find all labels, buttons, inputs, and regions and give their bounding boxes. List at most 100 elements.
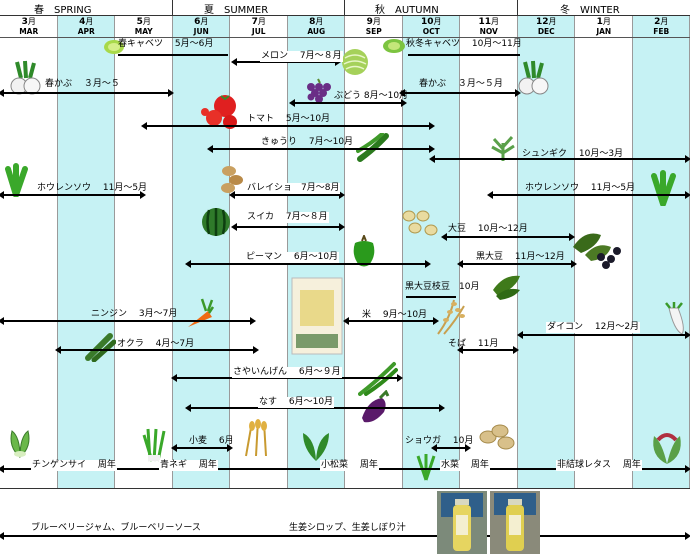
product-availability-bar [3,535,686,537]
harvest-bar-tomato [146,125,430,127]
month-column-may [115,16,173,488]
arrowhead-right [253,346,259,354]
harvest-bar-haru-kyabetsu [118,54,228,56]
month-number-jul: 7月 [230,17,288,27]
crop-label-haru-kabu: 春かぶ ３月～５ [44,79,121,90]
daikon-icon [660,302,688,336]
crop-label-aki-kyabetsu: 秋冬キャベツ 10月～11月 [405,39,523,50]
month-number-apr: 4月 [58,17,116,27]
month-name-may: MAY [115,27,173,36]
season-divider [517,0,518,15]
product-label-blueberry: ブルーベリージャム、ブルーベリーソース [30,523,202,534]
crop-label-okura: オクラ 4月～7月 [116,339,195,350]
crop-label-kuro-daizu: 黒大豆 11月～12月 [475,252,566,263]
month-number-oct: 10月 [403,17,461,27]
arrowhead-right [515,89,521,97]
harvest-bar-daizu [446,236,570,238]
wheat-icon [238,418,276,458]
crop-label-aonegi: 青ネギ 周年 [159,460,218,471]
arrowhead-right [433,317,439,325]
crop-label-shungiku: シュンギク 10月～3月 [521,149,624,160]
cabbage-icon [382,38,406,54]
crop-label-kome: 米 9月～10月 [361,310,428,321]
month-name-dec: DEC [518,27,576,36]
crop-label-melon: メロン 7月～８月 [260,51,343,62]
green-onion-icon [140,427,170,463]
arrowhead-left [231,58,237,66]
month-number-dec: 12月 [518,17,576,27]
spinach-icon [2,163,30,197]
harvest-bar-ninjin [3,320,251,322]
crop-label-chingensai: チンゲンサイ 周年 [31,460,117,471]
season-summer: 夏 SUMMER [204,1,268,16]
arrowhead-right [429,145,435,153]
month-name-nov: NOV [460,27,518,36]
ginger-juice-bottle-photo [490,491,540,554]
carrot-icon [184,297,214,331]
arrowhead-left [0,191,4,199]
month-name-jun: JUN [173,27,231,36]
header-divider [0,37,690,38]
komatsuna-icon [297,427,335,463]
crop-label-hourensou: ホウレンソウ 11月～5月 [36,183,148,194]
crop-label-sayaingen: さやいんげん 6月～９月 [232,367,342,378]
crop-label-piman: ピーマン 6月～10月 [245,252,339,263]
crop-label-hourensou-2: ホウレンソウ 11月～5月 [524,183,636,194]
arrowhead-left [171,374,177,382]
season-spring: 春 SPRING [34,1,92,16]
arrowhead-left [343,317,349,325]
arrowhead-left [0,532,4,540]
month-name-jan: JAN [575,27,633,36]
lettuce-icon [648,428,686,466]
harvest-bar-daikon [522,334,686,336]
melon-icon [341,48,369,76]
harvest-bar-budou [294,102,402,104]
crop-label-komugi: 小麦 6月 [188,436,235,447]
arrowhead-left [55,346,61,354]
chingensai-icon [4,427,36,459]
arrowhead-left [517,331,523,339]
harvest-bar-piman [190,263,426,265]
arrowhead-right [429,122,435,130]
harvest-bar-haru-kabu-2 [404,92,516,94]
month-name-sep: SEP [345,27,403,36]
month-number-jun: 6月 [173,17,231,27]
harvest-bar-bareisho [234,194,340,196]
crop-label-kuro-edamame: 黒大豆枝豆 10月 [404,282,480,293]
arrowhead-right [571,260,577,268]
crop-label-kyuuri: きゅうり 7月～10月 [260,137,354,148]
crop-label-budou: ぶどう 8月～10月 [333,91,409,102]
okra-icon [84,330,116,362]
crop-label-nasu: なす 6月～10月 [258,397,334,408]
harvest-bar-haru-kabu [3,92,169,94]
arrowhead-left [207,145,213,153]
month-number-may: 5月 [115,17,173,27]
month-name-mar: MAR [0,27,58,36]
arrowhead-left [185,404,191,412]
arrowhead-right [439,404,445,412]
arrowhead-left [185,260,191,268]
crop-label-suika: スイカ 7月～８月 [246,212,329,223]
crop-label-shouga: ショウガ 10月 [404,436,474,447]
edamame-icon [490,270,522,300]
arrowhead-left [141,122,147,130]
month-number-mar: 3月 [0,17,58,27]
month-number-aug: 8月 [288,17,346,27]
ginger-icon [478,421,518,451]
crop-label-haru-kabu-2: 春かぶ ３月～５月 [418,79,504,90]
arrowhead-left [229,191,235,199]
month-column-jun [173,16,231,488]
month-name-feb: FEB [633,27,690,36]
rice-bag-icon [290,276,344,356]
crop-label-daikon: ダイコン 12月～2月 [546,322,640,333]
harvest-bar-kyuuri [212,148,430,150]
arrowhead-right [685,155,690,163]
harvest-bar-aki-kyabetsu [408,54,520,56]
product-label-ginger: 生姜シロップ、生姜しぼり汁 [288,523,407,534]
harvest-bar-komugi [176,447,228,449]
crop-label-haru-kyabetsu: 春キャベツ 5月～6月 [117,39,214,50]
arrowhead-left [171,444,177,452]
month-number-sep: 9月 [345,17,403,27]
arrowhead-left [487,191,493,199]
